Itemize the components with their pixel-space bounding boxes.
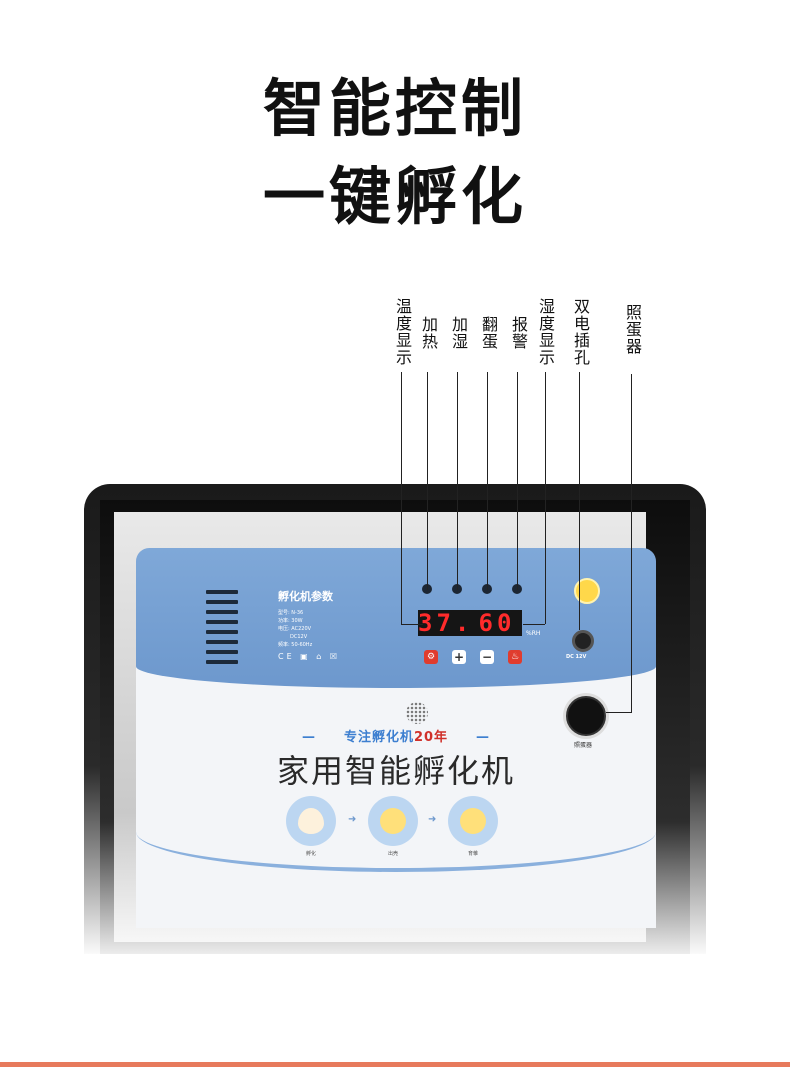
alarm-button[interactable]: ♨ <box>508 650 522 664</box>
certification-icons: CE ▣ ⌂ ☒ <box>278 652 341 661</box>
leader-line <box>579 372 580 630</box>
slogan: — 专注孵化机20年 — <box>136 726 656 745</box>
param-line: 功率: 30W <box>278 618 303 624</box>
vent-slot <box>206 590 238 594</box>
headline-line2: 一键孵化 <box>262 160 527 233</box>
dc-label: DC 12V <box>566 654 587 660</box>
leader-line <box>606 712 632 713</box>
speaker-grille-icon <box>406 702 428 724</box>
param-line: 频率: 50-60Hz <box>278 642 313 648</box>
slogan-dash-left: — <box>301 730 316 745</box>
callout-heating: 加热 <box>419 316 438 350</box>
dc-jack-port[interactable] <box>572 630 594 652</box>
slogan-text: 专注孵化机 <box>343 730 414 745</box>
vent-slot <box>206 660 238 664</box>
panel-blue-header <box>136 548 656 688</box>
stage-brood-icon <box>448 796 498 846</box>
param-line: 型号: N-36 <box>278 610 304 616</box>
slogan-years: 20年 <box>413 730 449 745</box>
egg-icon <box>298 808 324 834</box>
callout-temperature-display: 温度显示 <box>393 298 412 366</box>
headline-line1: 智能控制 <box>262 72 527 145</box>
param-title: 孵化机参数 <box>278 590 333 603</box>
stage-egg-icon <box>286 796 336 846</box>
panel-blue-curve <box>136 828 656 872</box>
vent-slot <box>206 630 238 634</box>
callout-egg-candler: 照蛋器 <box>623 304 642 355</box>
leader-line <box>457 372 458 590</box>
settings-button[interactable]: ⚙ <box>424 650 438 664</box>
leader-line <box>517 372 518 590</box>
vent-slot <box>206 600 238 604</box>
callout-alarm: 报警 <box>509 316 528 350</box>
leader-line <box>401 372 402 624</box>
leader-line <box>545 372 546 624</box>
bottom-accent-bar <box>0 1062 790 1067</box>
egg-candler-button[interactable] <box>566 696 606 736</box>
vent-slot <box>206 640 238 644</box>
leader-line <box>401 624 423 625</box>
callout-humidify: 加湿 <box>449 316 468 350</box>
temperature-display: 37.6 <box>418 609 492 637</box>
incubator-device: 孵化机参数 型号: N-36 功率: 30W 电压: AC220V DC12V … <box>84 484 706 954</box>
stage-label: 育雏 <box>468 851 479 857</box>
egg-candler-label: 照蛋器 <box>574 742 593 749</box>
param-line: DC12V <box>290 634 308 640</box>
callout-humidity-display: 湿度显示 <box>536 298 555 366</box>
arrow-right-icon: ➜ <box>348 814 357 825</box>
slogan-dash-right: — <box>476 730 491 745</box>
stage-label: 孵化 <box>306 851 317 857</box>
chick-icon <box>460 808 486 834</box>
leader-line <box>631 374 632 712</box>
param-line: 电压: AC220V <box>278 626 312 632</box>
vent-slot <box>206 620 238 624</box>
vent-slot <box>206 650 238 654</box>
callout-dc-jack: 双电插孔 <box>571 298 590 366</box>
hatching-chick-icon <box>380 808 406 834</box>
humidity-display: 60 <box>472 610 522 636</box>
leader-line <box>487 372 488 590</box>
callout-egg-turning: 翻蛋 <box>479 316 498 350</box>
minus-button[interactable]: − <box>480 650 494 664</box>
leader-line <box>523 624 545 625</box>
product-name: 家用智能孵化机 <box>276 752 515 790</box>
arrow-right-icon: ➜ <box>428 814 437 825</box>
humidity-unit: %RH <box>526 630 541 637</box>
leader-line <box>427 372 428 590</box>
plus-button[interactable]: + <box>452 650 466 664</box>
stage-hatch-icon <box>368 796 418 846</box>
control-panel: 孵化机参数 型号: N-36 功率: 30W 电压: AC220V DC12V … <box>136 548 656 928</box>
stage-label: 出壳 <box>388 851 399 857</box>
chick-logo-icon <box>574 578 600 604</box>
vent-slot <box>206 610 238 614</box>
